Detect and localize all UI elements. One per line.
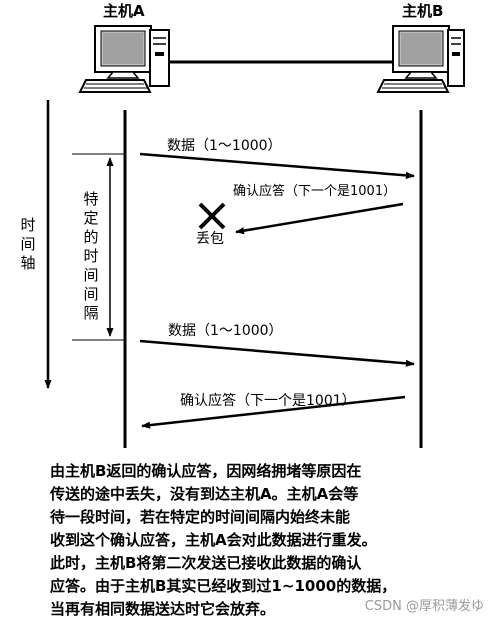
packet-lost-icon [198, 202, 226, 230]
computer-b-icon [376, 25, 465, 93]
caption-line: 传送的途中丢失，没有到达主机A。主机A会等 [50, 485, 359, 503]
ack-arrow-lost [235, 202, 404, 235]
caption-line: 当再有相同数据送达时它会放弃。 [50, 600, 276, 618]
caption-line: 应答。由于主机B其实已经收到过1~1000的数据， [50, 577, 397, 595]
data-arrow-1 [139, 152, 415, 179]
host-b-label: 主机B [402, 2, 444, 20]
host-a-label: 主机A [103, 2, 145, 20]
tcp-retransmission-diagram: 主机A 主机B 时间轴 特定的时间间隔 数据（1～1000） 确认应答（下一个是… [20, 2, 465, 448]
interval-label: 特定的时间间隔 [83, 190, 99, 322]
csdn-watermark: CSDN @厚积薄发ゆ [364, 599, 484, 614]
diagram-svg [44, 25, 465, 448]
caption-line: 待一段时间，若在特定的时间间隔内始终未能 [50, 508, 351, 526]
time-axis-label: 时间轴 [20, 216, 36, 272]
ack-label-2: 确认应答（下一个是1001） [180, 393, 356, 409]
data-label-1: 数据（1～1000） [167, 138, 282, 154]
packet-lost-label: 丢包 [196, 231, 224, 247]
caption-line: 此时，主机B将第二次发送已接收此数据的确认 [50, 554, 362, 572]
caption-line: 由主机B返回的确认应答，因网络拥堵等原因在 [50, 462, 362, 480]
diagram-caption: 由主机B返回的确认应答，因网络拥堵等原因在 传送的途中丢失，没有到达主机A。主机… [50, 460, 482, 621]
ack-arrow-2 [141, 395, 406, 429]
computer-a-icon [78, 25, 170, 93]
data-label-2: 数据（1～1000） [168, 323, 283, 339]
caption-line: 收到这个确认应答，主机A会对此数据进行重发。 [50, 531, 377, 549]
ack-label-1: 确认应答（下一个是1001） [233, 184, 397, 199]
data-arrow-2 [139, 339, 415, 367]
